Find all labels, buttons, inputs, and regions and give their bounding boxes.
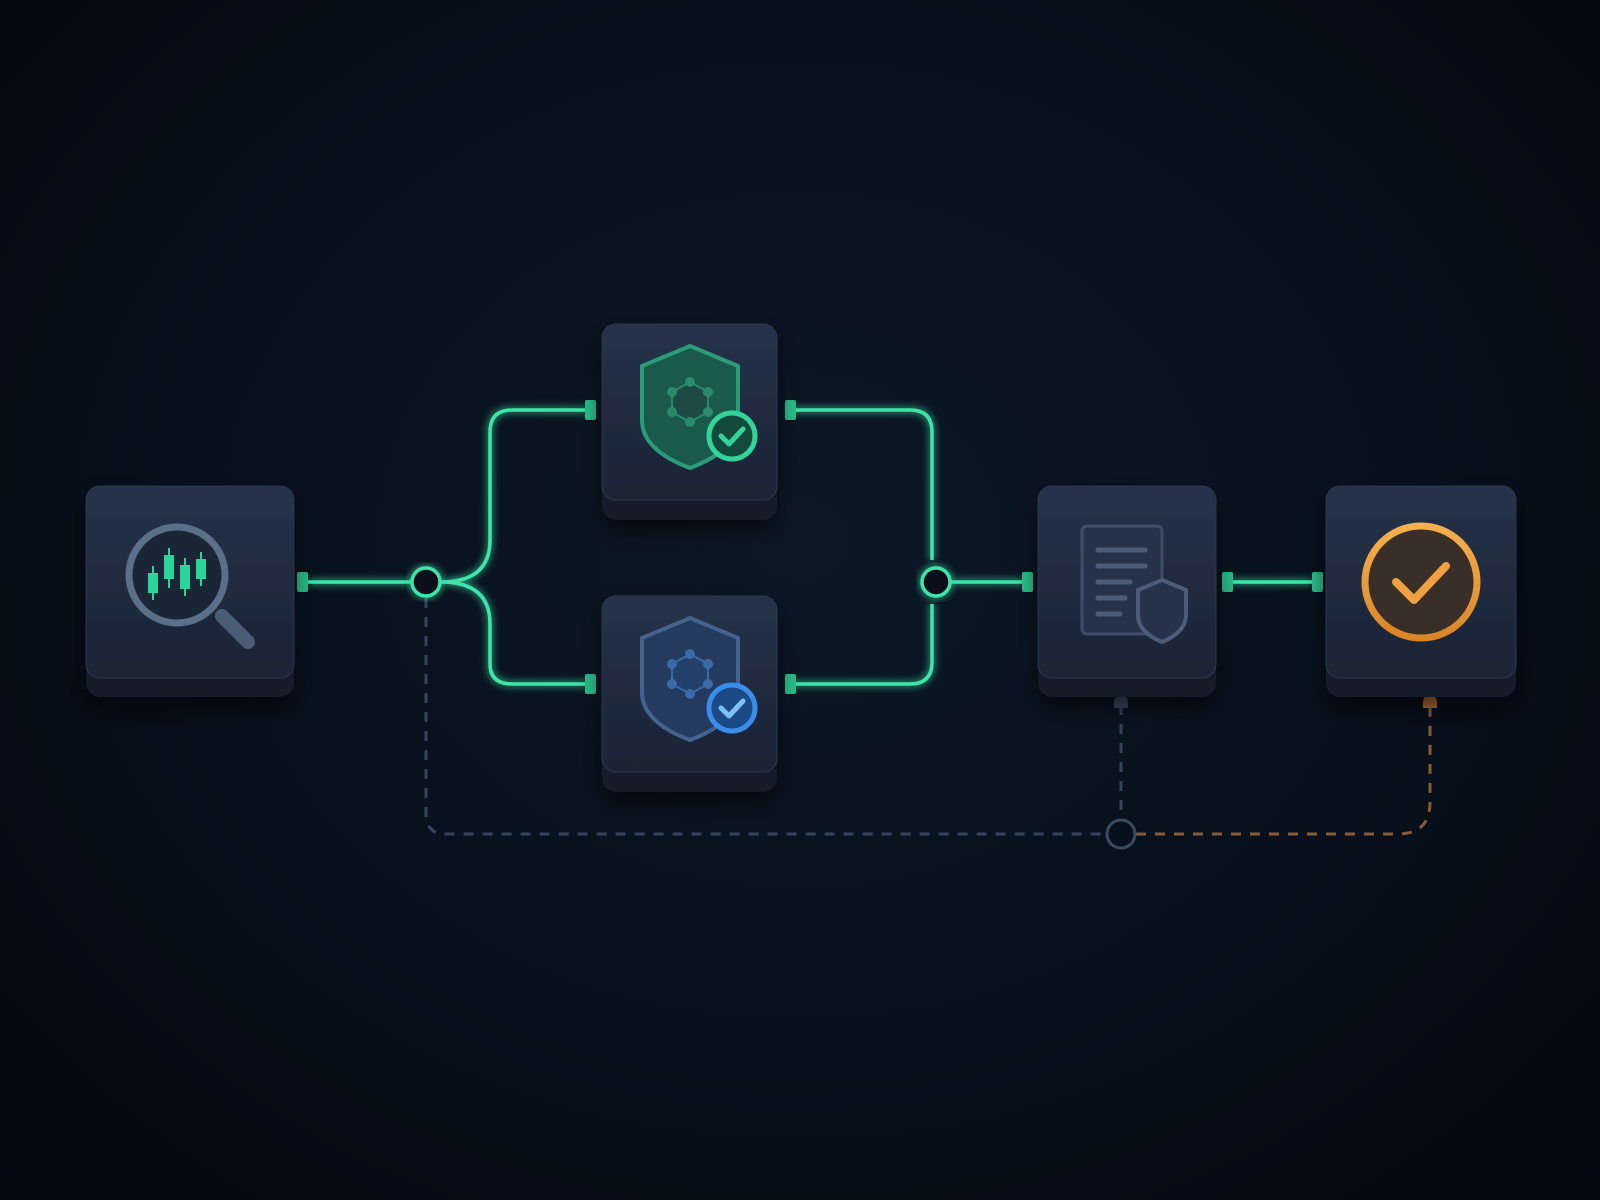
- feedback-port-approval: [1423, 695, 1437, 708]
- shield-network-check-icon: [640, 615, 758, 743]
- feedback-junction: [1105, 818, 1137, 850]
- merge-junction: [920, 566, 952, 598]
- shield-network-check-icon: [640, 343, 758, 471]
- document-shield-icon: [1080, 524, 1188, 645]
- check-circle-icon: [1361, 522, 1481, 642]
- feedback-line-gray: [424, 598, 1106, 836]
- check-badge-blue: [706, 682, 758, 734]
- split-junction: [410, 566, 442, 598]
- feedback-port-doc: [1114, 695, 1128, 708]
- magnifier-candlestick-chart-icon: [125, 523, 255, 649]
- flow-lines: [308, 408, 1312, 686]
- feedback-line-orange: [1136, 705, 1432, 836]
- check-badge-green: [706, 410, 758, 462]
- feedback-loop: [424, 598, 1432, 836]
- connector-ports: [297, 400, 1323, 694]
